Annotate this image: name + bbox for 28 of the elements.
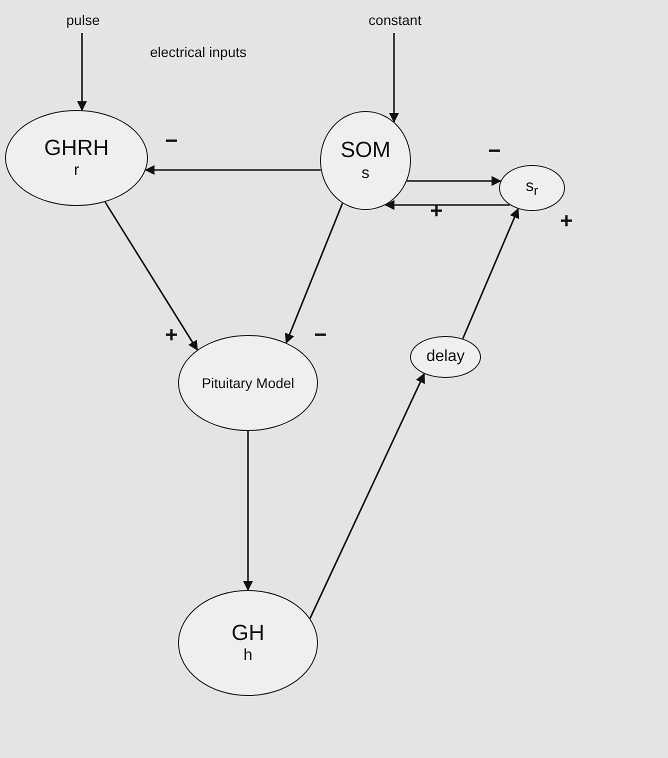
sign-label: − [314,322,327,348]
variable-label: h [244,646,252,666]
sign-label: − [165,128,178,154]
sign-label: − [488,138,501,164]
node-label: Pituitary Model [202,374,294,392]
sign-label: + [165,322,178,348]
arrow [144,165,321,175]
arrow [406,176,502,186]
arrow [284,202,344,344]
arrow [243,431,253,591]
sign-label: + [560,208,573,234]
arrow [104,202,198,351]
arrow [384,200,510,210]
node-label: GHRH [44,134,109,162]
node-label: delay [426,346,465,367]
arrow [309,372,425,619]
variable-label: s [362,164,370,184]
arrow [77,33,87,112]
arrow [389,33,399,123]
input-label: pulse [60,10,106,30]
variable-label: r [74,161,80,182]
node-label: s$_{r}$ [526,176,538,200]
sign-label: + [430,198,443,224]
node-label: GH [232,618,264,646]
annotation-label: electrical inputs [150,44,246,60]
input-label: constant [366,10,424,30]
node-label: SOM [340,136,391,164]
arrow [462,208,520,340]
